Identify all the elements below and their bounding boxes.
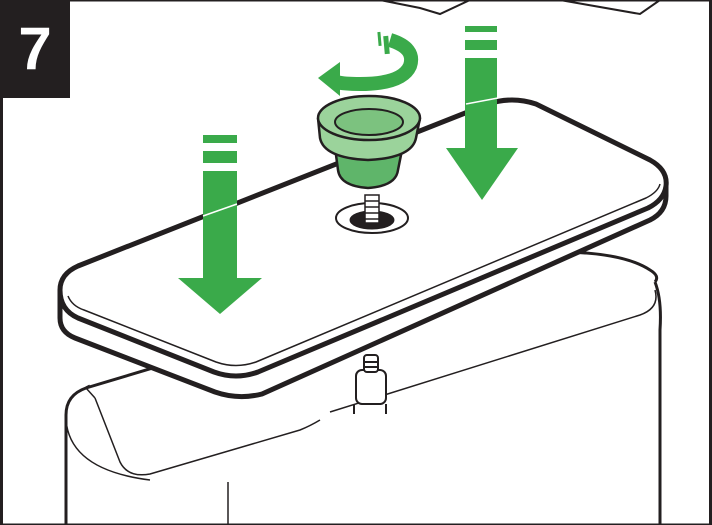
flush-button bbox=[316, 94, 422, 190]
tank-lid bbox=[57, 97, 669, 400]
lid-hole bbox=[335, 194, 409, 234]
step-number-badge: 7 bbox=[0, 0, 70, 98]
flush-stem bbox=[353, 354, 387, 414]
down-arrow-icon bbox=[446, 26, 518, 200]
top-edge-detail bbox=[379, 0, 661, 16]
rotate-arrow-icon bbox=[318, 31, 418, 96]
down-arrow-icon bbox=[178, 135, 262, 314]
